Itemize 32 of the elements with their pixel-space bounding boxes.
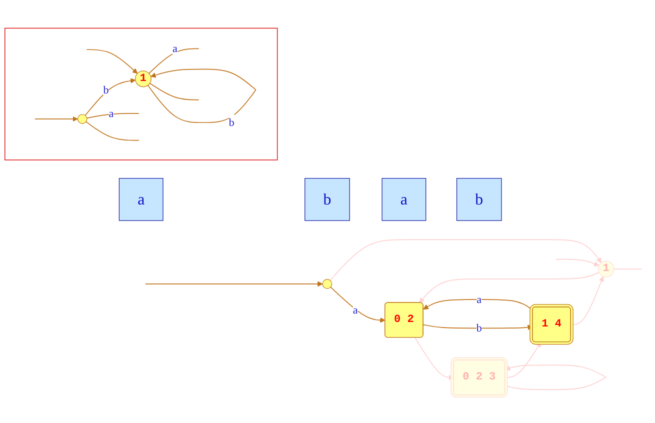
cluster: [4, 28, 278, 160]
node-box: a: [118, 178, 164, 221]
arrow: [86, 49, 138, 74]
node-box: b: [456, 178, 502, 221]
node-circle: 1: [135, 70, 152, 88]
edge-label: b: [476, 322, 482, 334]
node-box: a: [382, 178, 426, 221]
connector: [86, 121, 140, 141]
connector: [614, 268, 642, 270]
arrow: [147, 68, 256, 123]
arrow: [330, 286, 386, 323]
node-circle: [77, 114, 88, 124]
connector: [149, 82, 200, 100]
node-box: 1 4: [530, 304, 574, 345]
arrow: [419, 272, 600, 304]
arrow: [84, 78, 136, 116]
edge-label: a: [476, 292, 482, 306]
edge-label: a: [108, 106, 114, 120]
connector: [148, 48, 200, 74]
node-box: b: [304, 178, 350, 221]
arrow: [555, 258, 600, 266]
arrow: [34, 116, 78, 122]
arrow: [144, 281, 323, 287]
edge-label: a: [172, 42, 178, 55]
edge-label: b: [228, 116, 234, 128]
node-circle: 1: [598, 260, 614, 278]
node-circle: [322, 279, 332, 289]
connector: [86, 113, 140, 119]
arrow: [330, 239, 602, 281]
node-box: 0 2 3: [450, 357, 508, 398]
edge-label: b: [103, 84, 109, 96]
edge-label: a: [352, 304, 358, 316]
